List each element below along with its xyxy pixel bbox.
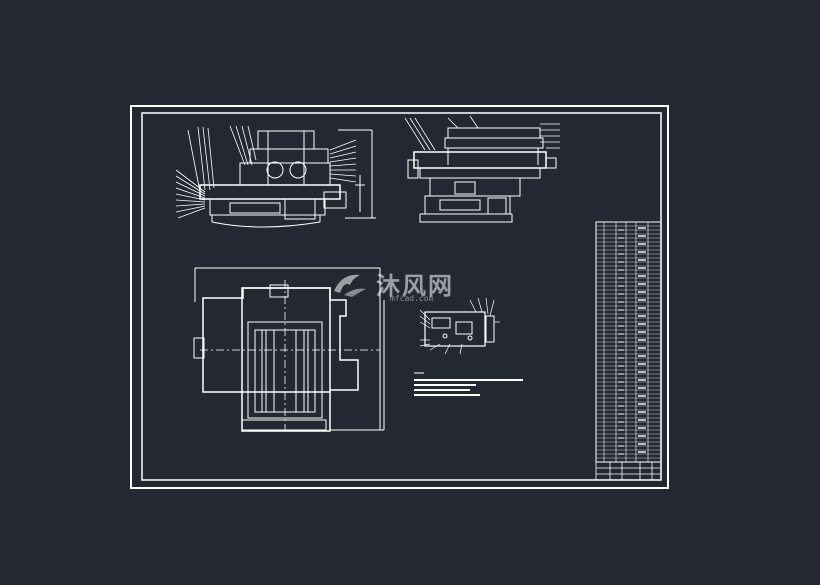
plan-view [193,267,385,432]
watermark-url: mfcad.com [390,294,434,303]
outer-frame [130,105,669,489]
title-block [595,461,662,481]
technical-notes [414,372,523,396]
parts-list-table [595,221,662,463]
side-elevation-view [404,115,560,223]
front-elevation-view [175,125,376,228]
detail-view [419,297,500,355]
